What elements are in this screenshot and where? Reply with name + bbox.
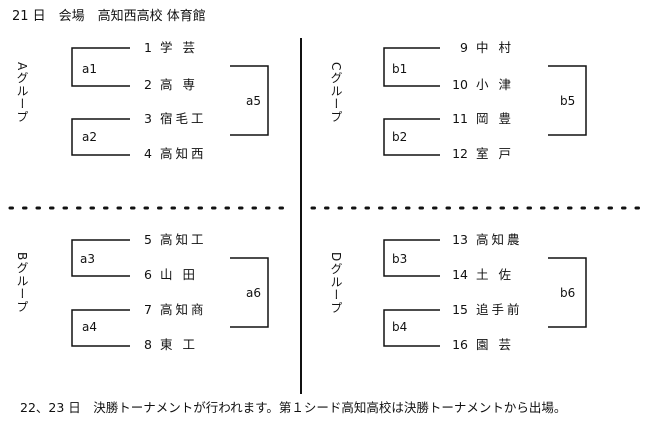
match-label-b3: b3 bbox=[392, 252, 408, 266]
team-entry: 6 山 田 bbox=[130, 267, 198, 282]
bracket-a2 bbox=[71, 118, 130, 156]
team-entry: 9 中 村 bbox=[440, 40, 514, 55]
team-seed-number: 12 bbox=[452, 146, 468, 161]
team-seed-number: 8 bbox=[144, 337, 152, 352]
team-seed-number: 7 bbox=[144, 302, 152, 317]
team-entry: 11 岡 豊 bbox=[440, 111, 514, 126]
team-entry: 1 学 芸 bbox=[130, 40, 198, 55]
team-entry: 4 高知西 bbox=[130, 146, 207, 161]
team-name: 高知農 bbox=[476, 232, 523, 247]
match-label-b2: b2 bbox=[392, 130, 408, 144]
team-entry: 10 小 津 bbox=[440, 77, 514, 92]
team-entry: 16 園 芸 bbox=[440, 337, 514, 352]
match-label-b5: b5 bbox=[560, 94, 576, 108]
match-label-b6: b6 bbox=[560, 286, 576, 300]
match-label-b1: b1 bbox=[392, 62, 408, 76]
team-entry: 13 高知農 bbox=[440, 232, 523, 247]
bracket-b1 bbox=[383, 47, 440, 87]
team-seed-number: 4 bbox=[144, 146, 152, 161]
team-name: 山 田 bbox=[160, 267, 198, 282]
match-label-a1: a1 bbox=[82, 62, 97, 76]
bracket-a5 bbox=[230, 65, 269, 136]
bracket-a6 bbox=[230, 257, 269, 328]
bracket-a1 bbox=[71, 47, 130, 87]
bracket-b2 bbox=[383, 118, 440, 156]
team-seed-number: 13 bbox=[452, 232, 468, 247]
match-label-a2: a2 bbox=[82, 130, 97, 144]
bracket-b4 bbox=[383, 309, 440, 347]
match-label-b4: b4 bbox=[392, 320, 408, 334]
team-entry: 15 追手前 bbox=[440, 302, 523, 317]
match-label-a4: a4 bbox=[82, 320, 97, 334]
group-a-label: Aグループ bbox=[15, 62, 29, 124]
team-seed-number: 11 bbox=[452, 111, 468, 126]
match-label-a6: a6 bbox=[246, 286, 261, 300]
team-entry: 5 高知工 bbox=[130, 232, 207, 247]
team-name: 宿毛工 bbox=[160, 111, 207, 126]
team-name: 園 芸 bbox=[476, 337, 514, 352]
team-seed-number: 6 bbox=[144, 267, 152, 282]
match-label-a5: a5 bbox=[246, 94, 261, 108]
bracket-b3 bbox=[383, 239, 440, 277]
team-entry: 8 東 工 bbox=[130, 337, 198, 352]
team-seed-number: 10 bbox=[452, 77, 468, 92]
team-seed-number: 1 bbox=[144, 40, 152, 55]
team-entry: 2 高 専 bbox=[130, 77, 198, 92]
team-name: 岡 豊 bbox=[476, 111, 514, 126]
team-name: 高知工 bbox=[160, 232, 207, 247]
group-b-label: Bグループ bbox=[15, 252, 29, 314]
bracket-b5 bbox=[548, 65, 587, 136]
team-name: 室 戸 bbox=[476, 146, 514, 161]
team-seed-number: 5 bbox=[144, 232, 152, 247]
match-label-a3: a3 bbox=[80, 252, 95, 266]
team-seed-number: 14 bbox=[452, 267, 468, 282]
bracket-a3 bbox=[71, 239, 130, 277]
team-name: 中 村 bbox=[476, 40, 514, 55]
group-c-label: Cグループ bbox=[329, 62, 343, 124]
team-name: 高知西 bbox=[160, 146, 207, 161]
team-entry: 7 高知商 bbox=[130, 302, 207, 317]
group-d-label: Dグループ bbox=[329, 252, 343, 315]
team-name: 学 芸 bbox=[160, 40, 198, 55]
bracket-b6 bbox=[548, 257, 587, 328]
team-name: 追手前 bbox=[476, 302, 523, 317]
team-name: 高知商 bbox=[160, 302, 207, 317]
team-entry: 12 室 戸 bbox=[440, 146, 514, 161]
team-name: 小 津 bbox=[476, 77, 514, 92]
schedule-final-note: 22、23 日 決勝トーナメントが行われます。第１シード高知高校は決勝トーナメン… bbox=[20, 400, 567, 415]
bracket-a4 bbox=[71, 309, 130, 347]
team-name: 高 専 bbox=[160, 77, 198, 92]
team-name: 東 工 bbox=[160, 337, 198, 352]
team-seed-number: 15 bbox=[452, 302, 468, 317]
team-seed-number: 3 bbox=[144, 111, 152, 126]
team-entry: 3 宿毛工 bbox=[130, 111, 207, 126]
team-name: 土 佐 bbox=[476, 267, 514, 282]
team-entry: 14 土 佐 bbox=[440, 267, 514, 282]
team-seed-number: 16 bbox=[452, 337, 468, 352]
team-seed-number: 2 bbox=[144, 77, 152, 92]
team-seed-number: 9 bbox=[460, 40, 468, 55]
schedule-day1-header: 21 日 会場 高知西高校 体育館 bbox=[12, 9, 206, 24]
